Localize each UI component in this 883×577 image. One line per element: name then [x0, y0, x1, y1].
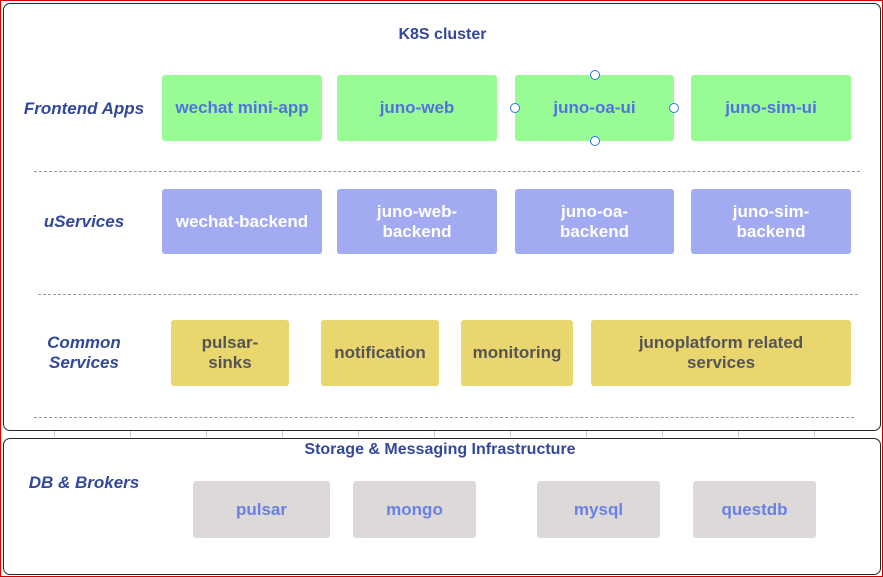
tick-mark [662, 431, 663, 437]
db-broker-box[interactable]: questdb [693, 481, 816, 538]
selection-handle-left[interactable] [510, 103, 520, 113]
storage-infra-title: Storage & Messaging Infrastructure [304, 441, 576, 458]
common-service-box[interactable]: junoplatform related services [591, 320, 851, 386]
row-label-db-brokers: DB & Brokers [28, 473, 140, 492]
common-service-box[interactable]: notification [321, 320, 439, 386]
tick-mark [510, 431, 511, 437]
row-label-common-services: Common Services [47, 333, 121, 372]
uservice-box[interactable]: juno-sim-backend [691, 189, 851, 254]
tick-mark [282, 431, 283, 437]
k8s-cluster-title: K8S cluster [398, 26, 487, 43]
frontend-app-box[interactable]: juno-sim-ui [691, 75, 851, 141]
tick-mark [206, 431, 207, 437]
row-label-uservices: uServices [43, 212, 125, 231]
row-divider [38, 294, 858, 295]
db-broker-box[interactable]: mongo [353, 481, 476, 538]
frontend-app-box[interactable]: juno-web [337, 75, 497, 141]
frontend-app-box[interactable]: wechat mini-app [162, 75, 322, 141]
tick-mark [54, 431, 55, 437]
frontend-app-box-selected[interactable]: juno-oa-ui [515, 75, 674, 141]
db-broker-box[interactable]: pulsar [193, 481, 330, 538]
row-divider [34, 171, 860, 172]
row-divider [34, 417, 854, 418]
common-service-box[interactable]: pulsar-sinks [171, 320, 289, 386]
uservice-box[interactable]: juno-web-backend [337, 189, 497, 254]
tick-mark [358, 431, 359, 437]
uservice-box[interactable]: juno-oa-backend [515, 189, 674, 254]
row-label-frontend-apps: Frontend Apps [23, 99, 145, 118]
tick-mark [130, 431, 131, 437]
uservice-box[interactable]: wechat-backend [162, 189, 322, 254]
selection-handle-top[interactable] [590, 70, 600, 80]
tick-mark [738, 431, 739, 437]
selection-handle-right[interactable] [669, 103, 679, 113]
tick-mark [434, 431, 435, 437]
tick-mark [586, 431, 587, 437]
selection-handle-bottom[interactable] [590, 136, 600, 146]
tick-mark [814, 431, 815, 437]
db-broker-box[interactable]: mysql [537, 481, 660, 538]
ruler-ticks [20, 431, 860, 438]
common-service-box[interactable]: monitoring [461, 320, 573, 386]
